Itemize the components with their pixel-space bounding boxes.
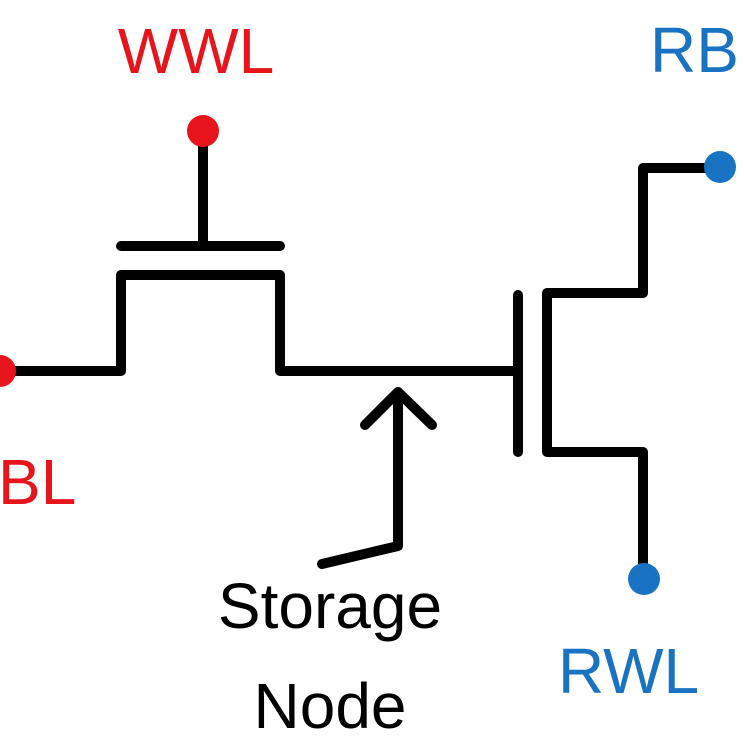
read-transistor [513, 163, 724, 585]
rwl-label: RWL [558, 635, 699, 707]
read-channel [542, 163, 724, 585]
rb-label: RB [650, 14, 739, 86]
bl-label: BL [0, 446, 76, 518]
rwl-terminal[interactable] [628, 563, 660, 595]
storage-label: Storage [218, 570, 442, 642]
write-transistor [0, 130, 523, 376]
wwl-terminal[interactable] [187, 115, 219, 147]
storage-node-arrow [317, 387, 437, 569]
bl-terminal[interactable] [0, 355, 16, 387]
node-label: Node [254, 670, 407, 742]
wwl-label: WWL [118, 15, 274, 87]
write-channel [0, 270, 523, 376]
rb-terminal[interactable] [704, 151, 736, 183]
